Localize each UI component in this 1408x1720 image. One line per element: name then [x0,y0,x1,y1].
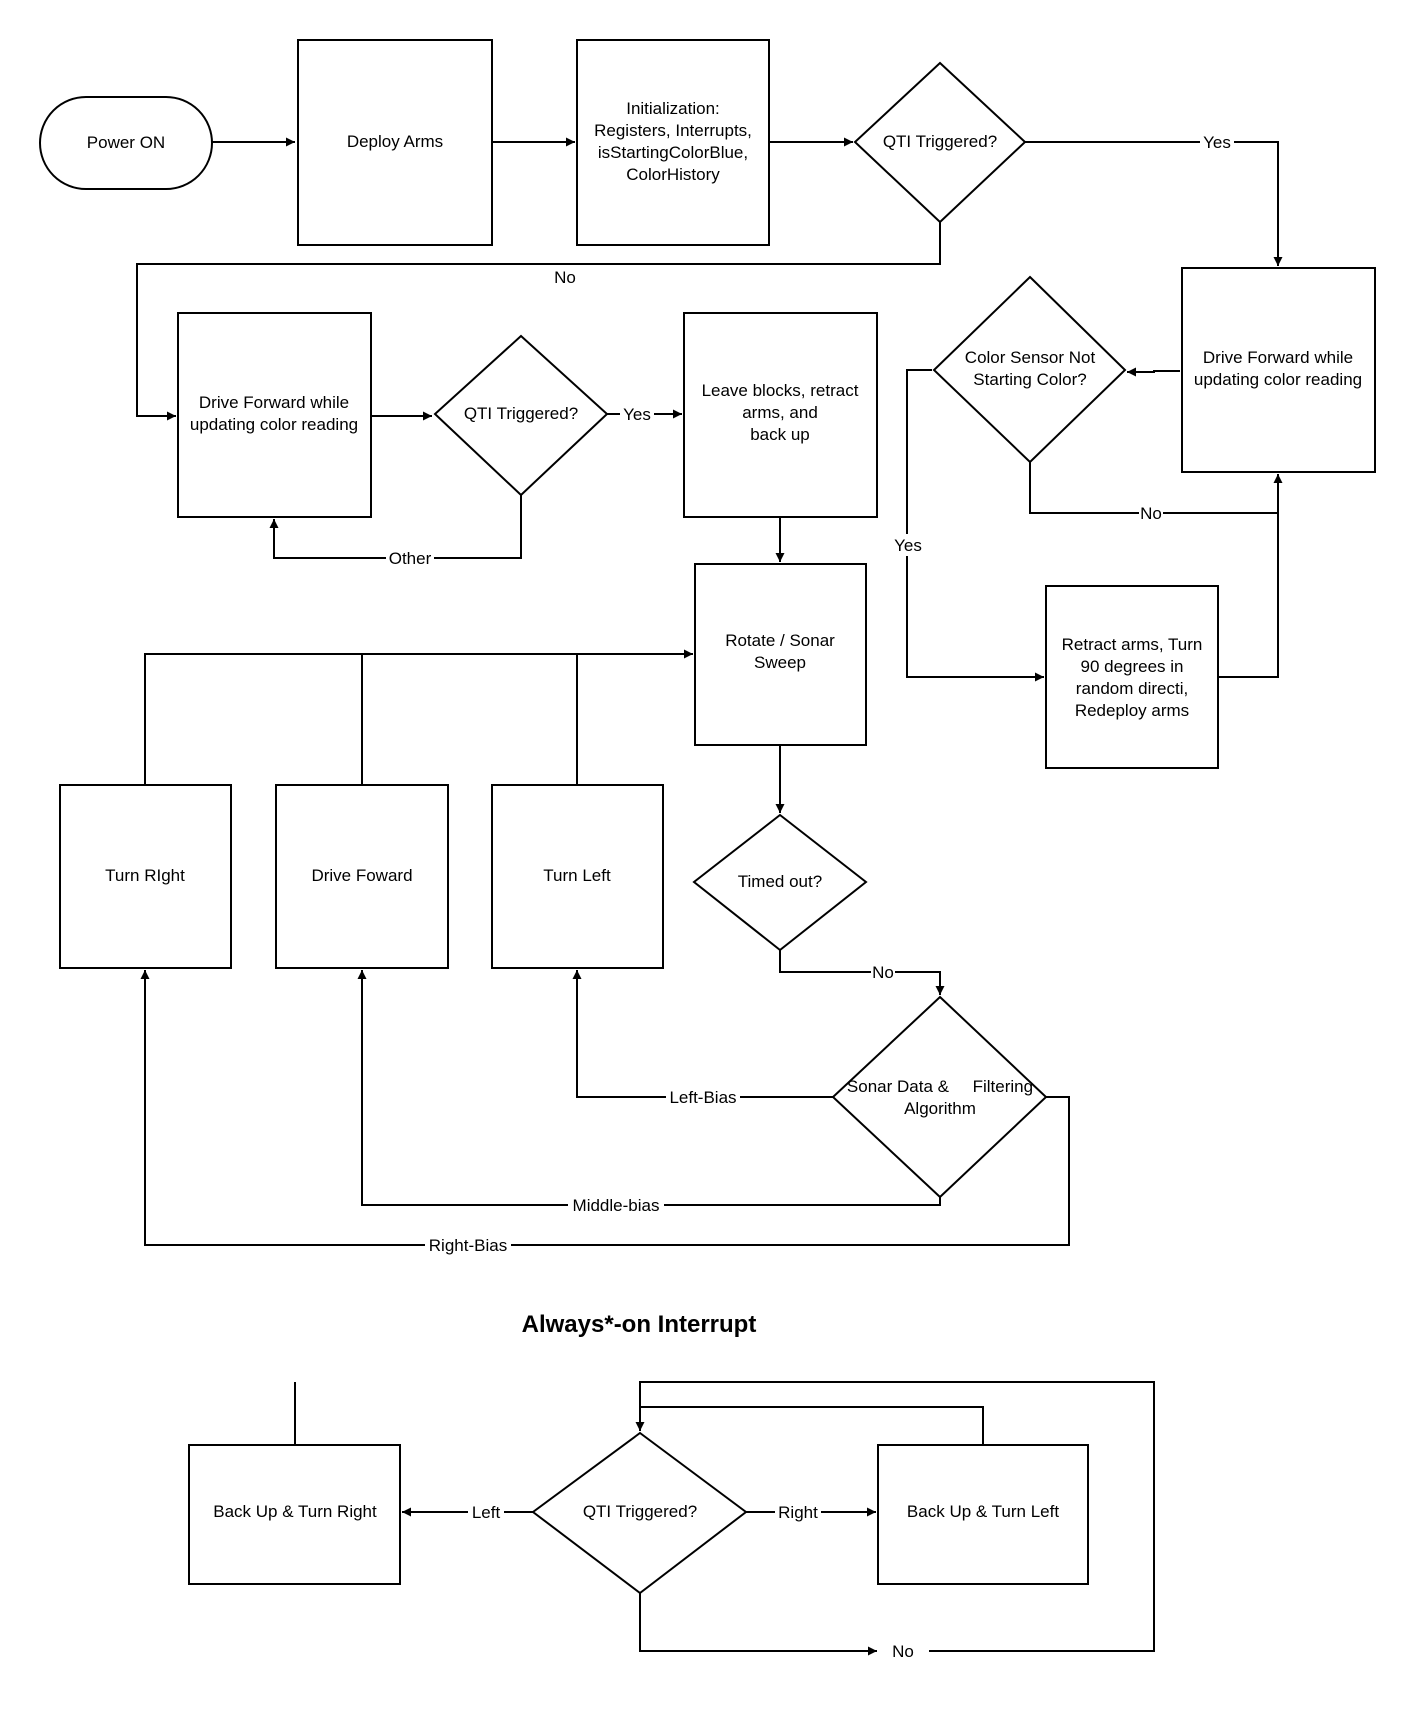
svg-text:Turn Left: Turn Left [543,866,611,885]
edge-right-bias [140,970,1070,1246]
edge-qti1-no [136,222,941,421]
node-qti-triggered-2[interactable]: QTI Triggered? [433,334,609,497]
node-backup-turn-right[interactable]: Back Up & Turn Right [188,1444,401,1585]
edge-label-qti2-other: Other [386,547,434,569]
node-qti-triggered-1[interactable]: QTI Triggered? [853,61,1027,224]
svg-text:No: No [1140,504,1162,523]
svg-text:Initialization:Registers, Inte: Initialization:Registers, Interrupts,isS… [594,99,752,184]
node-qti-triggered-3[interactable]: QTI Triggered? [531,1431,748,1595]
edge-label-right-bias: Right-Bias [425,1234,511,1256]
edge-left-bias [572,970,833,1098]
nodes: Power ON Deploy Arms Initialization:Regi… [39,39,1376,1595]
svg-text:Deploy Arms: Deploy Arms [347,132,443,151]
svg-text:Back Up & Turn Right: Back Up & Turn Right [213,1502,377,1521]
edge-turn-right-to-rotate [144,649,693,785]
svg-text:Right: Right [778,1503,818,1522]
svg-text:No: No [872,963,894,982]
node-timed-out[interactable]: Timed out? [692,813,868,952]
edge-label-color-yes: Yes [891,534,925,556]
edge-label-left-bias: Left-Bias [666,1086,740,1108]
edge-color-no [1029,462,1278,514]
edge-color-yes [906,369,1044,682]
node-turn-left[interactable]: Turn Left [491,784,664,969]
node-initialization[interactable]: Initialization:Registers, Interrupts,isS… [576,39,770,246]
edge-retract-to-drive-right [1218,474,1283,678]
edge-label-qti1-yes: Yes [1200,131,1234,153]
section-title: Always*-on Interrupt [522,1311,757,1338]
node-power-on[interactable]: Power ON [39,96,213,190]
svg-text:Left: Left [472,1503,501,1522]
svg-text:No: No [892,1642,914,1661]
svg-text:Middle-bias: Middle-bias [573,1196,660,1215]
edge-qti3-no [639,1593,877,1656]
svg-text:Turn RIght: Turn RIght [105,866,185,885]
edge-label-qti3-left: Left [468,1501,504,1523]
svg-text:QTI Triggered?: QTI Triggered? [583,1502,697,1521]
edge-label-qti3-right: Right [775,1501,821,1523]
svg-text:Other: Other [389,549,432,568]
edge-no-loop [635,1381,1155,1652]
svg-text:Power ON: Power ON [87,133,165,152]
node-drive-foward[interactable]: Drive Foward [275,784,449,969]
svg-text:Yes: Yes [894,536,922,555]
node-turn-right[interactable]: Turn RIght [59,784,232,969]
node-backup-turn-left[interactable]: Back Up & Turn Left [877,1444,1089,1585]
edge-labels: Yes No Yes Other No Yes No Left-Bias Mid… [386,131,1234,1661]
edge-backup-left-loop [640,1406,984,1445]
edge-label-qti3-no: No [892,1642,914,1661]
svg-text:Drive Foward: Drive Foward [311,866,412,885]
edge-label-qti1-no: No [554,268,576,287]
edge-label-color-no: No [1139,502,1163,524]
edge-label-qti2-yes: Yes [620,403,654,425]
edge-label-middle-bias: Middle-bias [568,1194,664,1216]
svg-text:Yes: Yes [1203,133,1231,152]
node-deploy-arms[interactable]: Deploy Arms [297,39,493,246]
edge-drive-right-to-color [1127,367,1180,377]
edge-timed-no [779,950,945,995]
svg-text:QTI Triggered?: QTI Triggered? [883,132,997,151]
edge-qti1-yes [1025,141,1283,266]
svg-text:Right-Bias: Right-Bias [429,1236,507,1255]
svg-text:QTI Triggered?: QTI Triggered? [464,404,578,423]
svg-text:No: No [554,268,576,287]
svg-text:Yes: Yes [623,405,651,424]
edges [136,137,1283,1656]
svg-text:Timed out?: Timed out? [738,872,822,891]
svg-text:Left-Bias: Left-Bias [669,1088,736,1107]
svg-text:Back Up & Turn Left: Back Up & Turn Left [907,1502,1059,1521]
edge-label-timed-no: No [871,961,895,983]
